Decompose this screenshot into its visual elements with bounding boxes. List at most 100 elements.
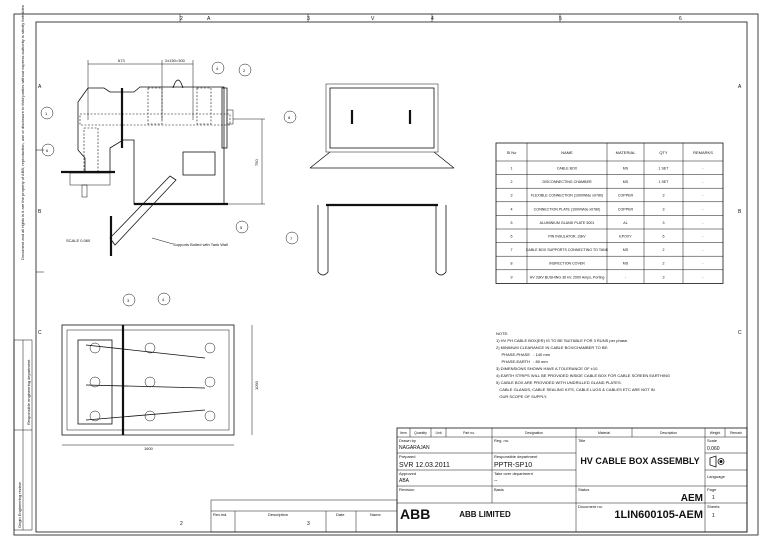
table-header: REMARKS bbox=[693, 150, 713, 155]
table-cell: 3 bbox=[663, 207, 665, 211]
table-cell: MS bbox=[623, 248, 629, 252]
revision-block: Rev.ind. Description Date Name bbox=[210, 499, 398, 533]
table-cell: CABLE BOX bbox=[557, 167, 578, 171]
svg-text:0.060: 0.060 bbox=[707, 446, 720, 452]
table-cell: - bbox=[625, 275, 627, 279]
svg-text:4: 4 bbox=[162, 297, 165, 302]
table-cell: DISCONNECTING CHAMBER bbox=[542, 180, 592, 184]
svg-text:5: 5 bbox=[240, 225, 243, 230]
table-cell: - bbox=[702, 207, 704, 211]
svg-text:1: 1 bbox=[712, 495, 715, 501]
svg-text:Origin Engineering review: Origin Engineering review bbox=[17, 482, 22, 528]
svg-text:Basis: Basis bbox=[494, 487, 504, 492]
svg-text:3: 3 bbox=[307, 16, 310, 22]
title-block-header: Material bbox=[598, 431, 610, 435]
copyright-note: Document and all rights in it are the pr… bbox=[20, 5, 25, 260]
svg-text:ABB LIMITED: ABB LIMITED bbox=[459, 510, 511, 519]
svg-text:A: A bbox=[38, 84, 42, 90]
svg-text:3) DIMENSIONS SHOWN HAVE A TOL: 3) DIMENSIONS SHOWN HAVE A TOLERANCE OF … bbox=[496, 366, 598, 371]
table-cell: 5 bbox=[511, 221, 513, 225]
title-block-header: Description bbox=[660, 431, 677, 435]
svg-text:Responsible department: Responsible department bbox=[494, 454, 538, 459]
svg-text:8: 8 bbox=[288, 115, 291, 120]
projection-symbol-icon bbox=[709, 455, 725, 468]
svg-text:4: 4 bbox=[431, 16, 434, 22]
svg-text:Rev.ind.: Rev.ind. bbox=[213, 512, 227, 517]
svg-text:PPTR-SP10: PPTR-SP10 bbox=[494, 462, 532, 469]
svg-text:2: 2 bbox=[243, 68, 246, 73]
table-cell: 8 bbox=[511, 262, 513, 266]
svg-text:Drawn by: Drawn by bbox=[399, 438, 416, 443]
table-cell: 6 bbox=[663, 235, 665, 239]
svg-text:5) CABLE BOX ARE PROVIDED WITH: 5) CABLE BOX ARE PROVIDED WITH UNDRILLED… bbox=[496, 380, 622, 385]
svg-text:V: V bbox=[371, 16, 375, 22]
table-cell: AL bbox=[623, 221, 627, 225]
svg-text:A: A bbox=[207, 16, 211, 22]
svg-text:PHASE-PHASE : 140 mm: PHASE-PHASE : 140 mm bbox=[496, 352, 551, 357]
svg-text:Document no.: Document no. bbox=[578, 504, 603, 509]
table-header: Sl No bbox=[507, 150, 518, 155]
table-cell: - bbox=[702, 275, 704, 279]
table-cell: ALUMINIUM GLAND PLATE 5001 bbox=[540, 221, 595, 225]
side-strip: Document and all rights in it are the pr… bbox=[13, 5, 33, 531]
table-cell: 3 bbox=[663, 221, 665, 225]
table-cell: 9 bbox=[511, 275, 513, 279]
svg-text:AEM: AEM bbox=[681, 493, 703, 504]
side-view: 673 2x150=300 750 SCALE 0.060 Supports B… bbox=[40, 58, 265, 256]
svg-text:CABLE GLANDS, CABLE SEALING KI: CABLE GLANDS, CABLE SEALING KITS, CABLE … bbox=[496, 387, 655, 392]
svg-text:3: 3 bbox=[307, 521, 310, 527]
front-view: 7 8 bbox=[283, 83, 455, 276]
svg-text:Take over department: Take over department bbox=[494, 471, 534, 476]
svg-text:OUR SCOPE OF SUPPLY.: OUR SCOPE OF SUPPLY. bbox=[496, 394, 547, 399]
table-cell: EPOXY bbox=[619, 235, 632, 239]
table-cell: COPPER bbox=[618, 207, 634, 211]
svg-text:750: 750 bbox=[254, 159, 259, 166]
svg-text:Responsible engineering depart: Responsible engineering department bbox=[26, 359, 31, 425]
title-block-header: Remark bbox=[730, 431, 742, 435]
table-header: MATERIAL bbox=[616, 150, 636, 155]
svg-text:Reg. no.: Reg. no. bbox=[494, 438, 509, 443]
notes: NOTE: 1) HV PH CABLE BOX(ER) IS TO BE SU… bbox=[496, 331, 670, 399]
balloons: 1 2 4 5 6 bbox=[40, 61, 252, 234]
table-cell: 7 bbox=[511, 248, 513, 252]
svg-text:ABA: ABA bbox=[399, 478, 410, 484]
svg-text:1) HV PH CABLE BOX(ER) IS TO B: 1) HV PH CABLE BOX(ER) IS TO BE SUITABLE… bbox=[496, 338, 628, 343]
svg-text:Description: Description bbox=[268, 512, 288, 517]
table-header: NAME bbox=[561, 150, 573, 155]
svg-text:1: 1 bbox=[45, 111, 48, 116]
svg-text:6: 6 bbox=[46, 148, 49, 153]
svg-text:Prepared: Prepared bbox=[399, 454, 415, 459]
table-cell: CONNECTION PLATE (1000Wide x0780) bbox=[534, 207, 601, 211]
svg-text:673: 673 bbox=[118, 58, 125, 63]
table-cell: - bbox=[702, 194, 704, 198]
table-cell: HV 33kV BUSHING 36 kV, 2000 Amps, Portin… bbox=[530, 275, 605, 279]
grid-labels: 2 A 3 V 4 5 6 2 3 A B C A B C bbox=[36, 14, 742, 527]
title-block-header: Unit bbox=[435, 431, 441, 435]
outer-frame bbox=[13, 13, 759, 536]
table-cell: 6 bbox=[511, 235, 513, 239]
svg-text:C: C bbox=[38, 330, 42, 336]
svg-text:Approved: Approved bbox=[399, 471, 416, 476]
table-cell: MS bbox=[623, 167, 629, 171]
table-cell: 1 bbox=[511, 167, 513, 171]
table-cell: 1 SET bbox=[659, 167, 670, 171]
table-cell: PIN INSULATOR, 33kV bbox=[548, 235, 586, 239]
svg-text:1600: 1600 bbox=[144, 446, 154, 451]
table-cell: COPPER bbox=[618, 194, 634, 198]
svg-text:Sheets: Sheets bbox=[707, 504, 719, 509]
svg-text:Name: Name bbox=[370, 512, 381, 517]
svg-text:Scale: Scale bbox=[707, 438, 718, 443]
title-block-header: Designation bbox=[525, 431, 543, 435]
svg-text:2x150=300: 2x150=300 bbox=[165, 58, 186, 63]
svg-text:3: 3 bbox=[127, 298, 130, 303]
drawing-title: HV CABLE BOX ASSEMBLY bbox=[580, 456, 699, 466]
table-cell: 1 SET bbox=[659, 180, 670, 184]
svg-text:4: 4 bbox=[216, 66, 219, 71]
svg-text:4) EARTH STRIPS WILL BE PROVID: 4) EARTH STRIPS WILL BE PROVIDED INSIDE … bbox=[496, 373, 670, 378]
title-block-header: Part no. bbox=[463, 431, 475, 435]
svg-text:--: -- bbox=[494, 478, 498, 484]
svg-text:Title: Title bbox=[578, 438, 586, 443]
svg-text:C: C bbox=[738, 330, 742, 336]
table-cell: MS bbox=[623, 262, 629, 266]
